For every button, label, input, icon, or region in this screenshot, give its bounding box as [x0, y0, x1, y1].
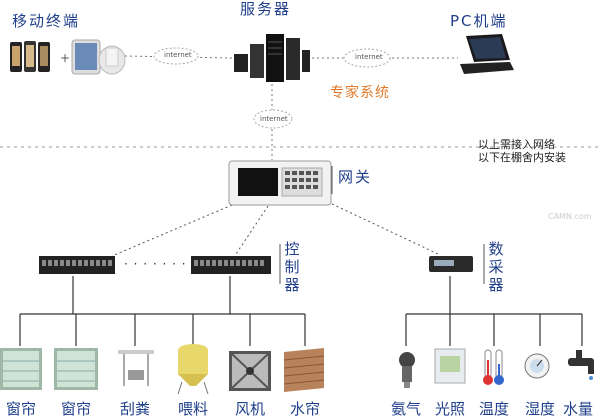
network-note-line2: 以下在棚舍内安装: [478, 151, 566, 164]
controller-dots: · · · · · · ·: [124, 257, 187, 271]
output-label-4: 喂料: [177, 400, 208, 418]
ammonia-sensor-icon: [399, 352, 415, 388]
controller-device-icon-1: [39, 256, 115, 274]
fan-icon: [229, 351, 271, 391]
water-curtain-icon: [283, 348, 325, 392]
output-label-2: 窗帘: [60, 400, 91, 418]
temperature-sensor-icon: [483, 349, 504, 385]
pc-label: PC机端: [450, 12, 508, 30]
gateway-label: 网关: [338, 168, 373, 186]
cloud-icon-right: [343, 48, 391, 68]
input-label-1: 氨气: [390, 400, 421, 418]
controller-label-char-2: 制: [284, 258, 300, 276]
collector-label: 数 采 器: [488, 240, 504, 294]
collector-device-icon: [429, 256, 473, 272]
input-label-3: 温度: [478, 400, 509, 418]
gateway-device-icon: [228, 160, 332, 206]
feeder-icon: [177, 344, 209, 394]
output-label-3: 刮粪: [119, 400, 150, 418]
link-gateway-controller1: [111, 204, 233, 257]
curtain-icon-2: [54, 348, 98, 390]
collector-label-char-1: 数: [488, 240, 504, 258]
collector-bracket: [483, 244, 485, 284]
humidity-sensor-icon: [524, 353, 550, 379]
controller-label: 控 制 器: [284, 240, 300, 294]
cloud-label-center: internet: [260, 115, 288, 123]
gateway-bracket: [331, 166, 333, 194]
cloud-icon-center: [253, 109, 293, 129]
server-label: 服务器: [240, 0, 292, 18]
collector-label-char-2: 采: [488, 258, 504, 276]
output-label-1: 窗帘: [5, 400, 36, 418]
server-icon: [234, 34, 310, 82]
scraper-icon: [118, 350, 154, 386]
watermark: CAMN.com: [548, 212, 592, 221]
cloud-label-right: internet: [355, 53, 383, 61]
controller-label-char-1: 控: [284, 240, 300, 258]
controller-label-char-3: 器: [284, 276, 300, 294]
output-label-5: 风机: [234, 400, 265, 418]
controller-bracket: [279, 244, 281, 284]
input-label-2: 光照: [434, 400, 465, 418]
controller-device-icon-2: [191, 256, 271, 274]
link-gateway-controller2: [235, 205, 269, 255]
water-meter-icon: [568, 350, 594, 380]
curtain-icon-1: [0, 348, 42, 390]
mobile-label: 移动终端: [12, 12, 81, 30]
cloud-icon-left: [153, 47, 199, 65]
collector-label-char-3: 器: [488, 276, 504, 294]
output-label-6: 水帘: [289, 400, 320, 418]
mobile-devices-icon: +: [10, 39, 126, 75]
expert-system-label: 专家系统: [330, 85, 390, 101]
light-sensor-icon: [434, 348, 466, 384]
laptop-icon: [460, 34, 514, 74]
network-note-line1: 以上需接入网络: [478, 138, 555, 151]
svg-text:+: +: [60, 51, 70, 65]
input-label-4: 湿度: [524, 400, 555, 418]
input-label-5: 水量: [562, 400, 593, 418]
link-gateway-collector: [331, 203, 439, 255]
cloud-label-left: internet: [164, 51, 192, 59]
